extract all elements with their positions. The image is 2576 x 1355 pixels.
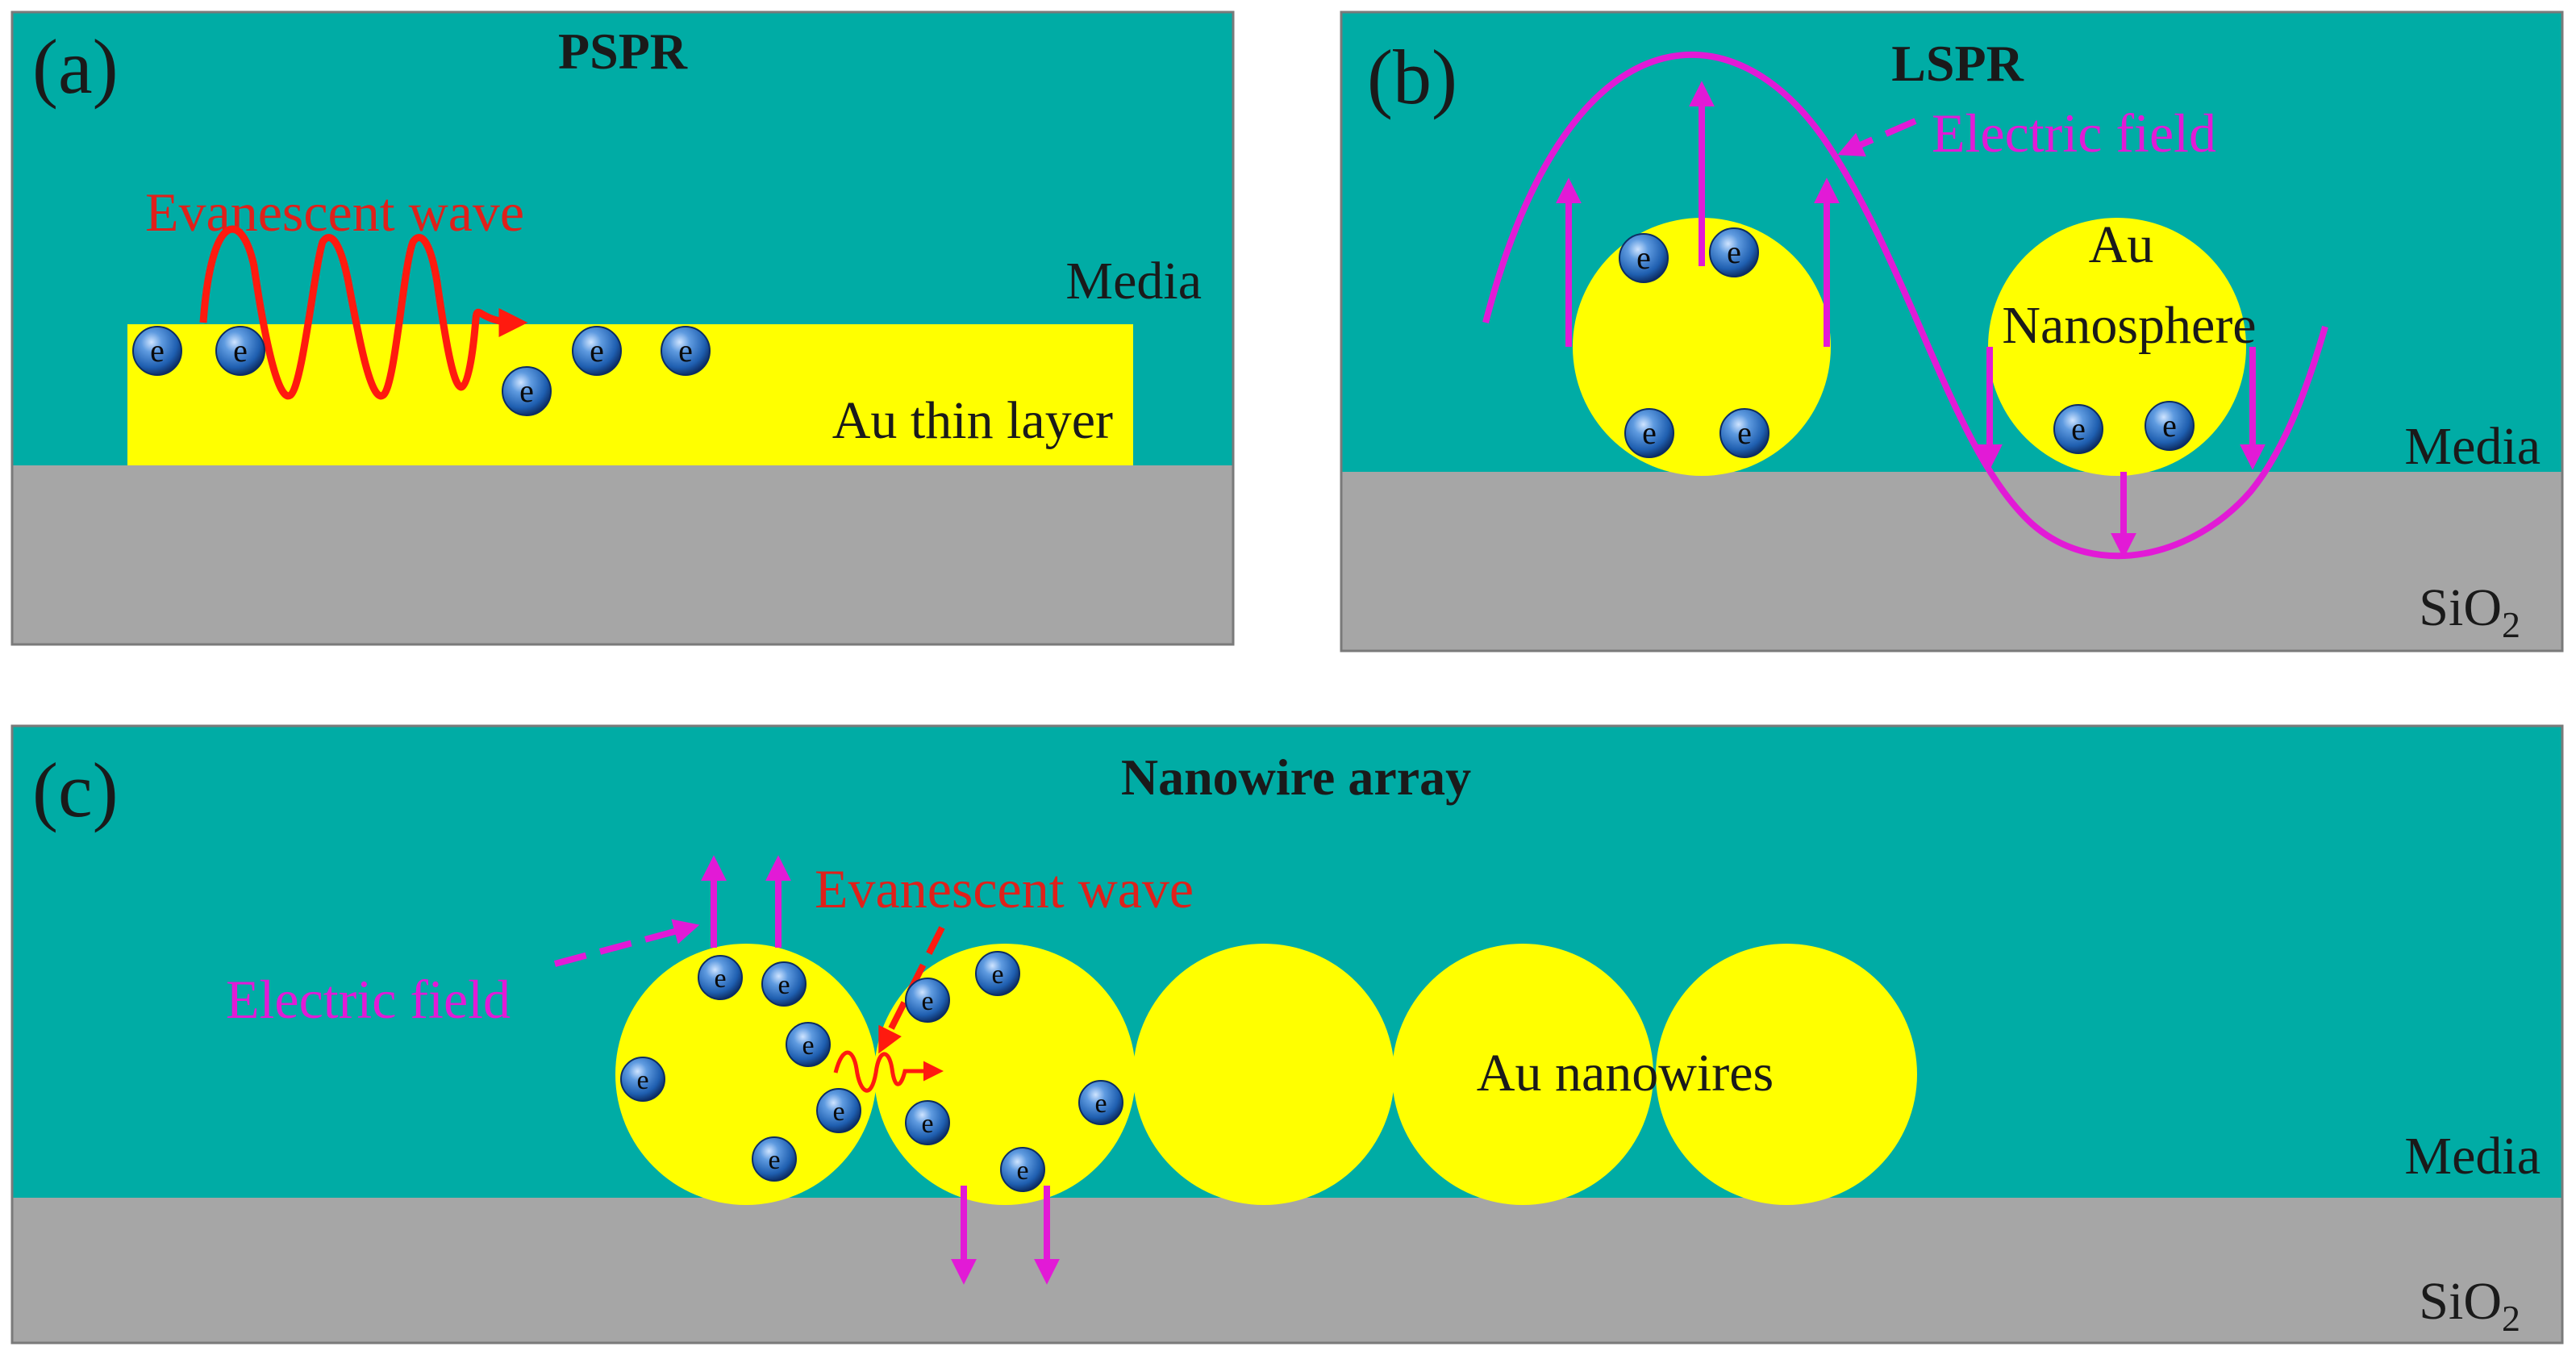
svg-text:e: e bbox=[1727, 234, 1741, 270]
electron-icon: e bbox=[132, 326, 182, 376]
au-nanowire bbox=[615, 944, 877, 1205]
electron-icon: e bbox=[2145, 401, 2195, 451]
electron-icon: e bbox=[786, 1022, 831, 1067]
au-nanowire bbox=[1133, 944, 1394, 1205]
panel-a-frame bbox=[10, 10, 1235, 646]
panel-c-letter: (c) bbox=[32, 747, 119, 833]
electron-icon: e bbox=[761, 961, 807, 1007]
svg-text:e: e bbox=[921, 1109, 933, 1139]
svg-text:e: e bbox=[636, 1065, 648, 1095]
panel-a: (a) PSPR Media Au thin layer Evanescent … bbox=[10, 10, 1235, 646]
electric-field-pointer bbox=[1837, 118, 1917, 157]
panel-b-frame bbox=[1340, 10, 2564, 652]
panel-b-media-label: Media bbox=[2404, 417, 2541, 476]
electron-icon: e bbox=[905, 978, 950, 1023]
electric-field-pointer bbox=[553, 919, 700, 967]
electron-icon: e bbox=[1719, 408, 1769, 458]
electron-icon: e bbox=[1624, 408, 1674, 458]
evanescent-wave-icon bbox=[833, 1050, 944, 1093]
panel-b: e e e e e e (b) LSPR Electric field Au N… bbox=[1340, 10, 2564, 652]
panel-c-media-label: Media bbox=[2404, 1127, 2541, 1186]
svg-text:e: e bbox=[921, 986, 933, 1016]
electron-icon: e bbox=[1619, 233, 1669, 283]
panel-c-substrate-label: SiO2 bbox=[2419, 1272, 2520, 1339]
electron-icon: e bbox=[905, 1100, 950, 1145]
electron-icon: e bbox=[572, 326, 622, 376]
panel-a-substrate bbox=[12, 465, 1233, 644]
svg-text:e: e bbox=[714, 964, 726, 994]
evanescent-wave-label: Evanescent wave bbox=[815, 858, 1194, 919]
svg-text:e: e bbox=[1016, 1156, 1028, 1186]
electron-icon: e bbox=[215, 326, 265, 376]
panel-a-letter: (a) bbox=[32, 23, 119, 110]
electron-icon: e bbox=[2053, 404, 2103, 454]
electron-icon: e bbox=[698, 955, 743, 1000]
svg-text:e: e bbox=[233, 332, 248, 369]
panel-a-title: PSPR bbox=[558, 23, 688, 80]
au-thin-layer-label: Au thin layer bbox=[832, 391, 1113, 450]
au-nanowire bbox=[1392, 944, 1653, 1205]
svg-text:e: e bbox=[832, 1097, 844, 1127]
au-nanosphere-label-line1: Au bbox=[2089, 215, 2154, 274]
panel-c-frame bbox=[10, 724, 2564, 1345]
svg-text:e: e bbox=[1094, 1089, 1107, 1119]
svg-text:e: e bbox=[2162, 407, 2177, 444]
panel-b-substrate-label: SiO2 bbox=[2419, 578, 2520, 645]
electron-icon: e bbox=[502, 366, 552, 416]
electric-field-label: Electric field bbox=[226, 969, 511, 1030]
panel-c: e e e e e e e e bbox=[10, 724, 2564, 1345]
au-nanowires-label: Au nanowires bbox=[1477, 1044, 1774, 1103]
electron-icon: e bbox=[620, 1057, 665, 1102]
svg-text:e: e bbox=[2071, 411, 2086, 447]
electron-icon: e bbox=[975, 951, 1020, 996]
electric-field-wave bbox=[1482, 51, 2328, 560]
evanescent-wave-icon bbox=[199, 225, 528, 400]
svg-text:e: e bbox=[1737, 415, 1752, 451]
evanescent-wave-label: Evanescent wave bbox=[145, 181, 524, 243]
panel-b-title: LSPR bbox=[1891, 35, 2024, 92]
svg-text:e: e bbox=[678, 332, 693, 369]
panel-c-substrate bbox=[12, 1198, 2562, 1343]
electron-icon: e bbox=[1078, 1080, 1123, 1125]
au-nanosphere-label-line2: Nanosphere bbox=[2002, 296, 2256, 355]
electron-icon: e bbox=[1709, 227, 1759, 277]
electron-icon: e bbox=[1000, 1147, 1045, 1192]
au-nanowire bbox=[1656, 944, 1917, 1205]
svg-text:e: e bbox=[519, 373, 534, 409]
svg-text:e: e bbox=[150, 332, 165, 369]
panel-c-title: Nanowire array bbox=[1121, 748, 1471, 806]
electron-icon: e bbox=[752, 1136, 797, 1182]
svg-text:e: e bbox=[1636, 240, 1651, 276]
svg-text:e: e bbox=[590, 332, 604, 369]
panel-a-media-label: Media bbox=[1065, 252, 1202, 311]
svg-text:e: e bbox=[802, 1031, 814, 1061]
panel-b-substrate bbox=[1341, 472, 2562, 651]
svg-text:e: e bbox=[777, 970, 790, 1000]
electron-icon: e bbox=[661, 326, 711, 376]
svg-text:e: e bbox=[1642, 415, 1657, 451]
electron-icon: e bbox=[816, 1088, 861, 1133]
svg-text:e: e bbox=[768, 1145, 780, 1175]
svg-text:e: e bbox=[991, 960, 1003, 990]
panel-b-letter: (b) bbox=[1367, 34, 1457, 120]
electric-field-label: Electric field bbox=[1932, 102, 2216, 164]
